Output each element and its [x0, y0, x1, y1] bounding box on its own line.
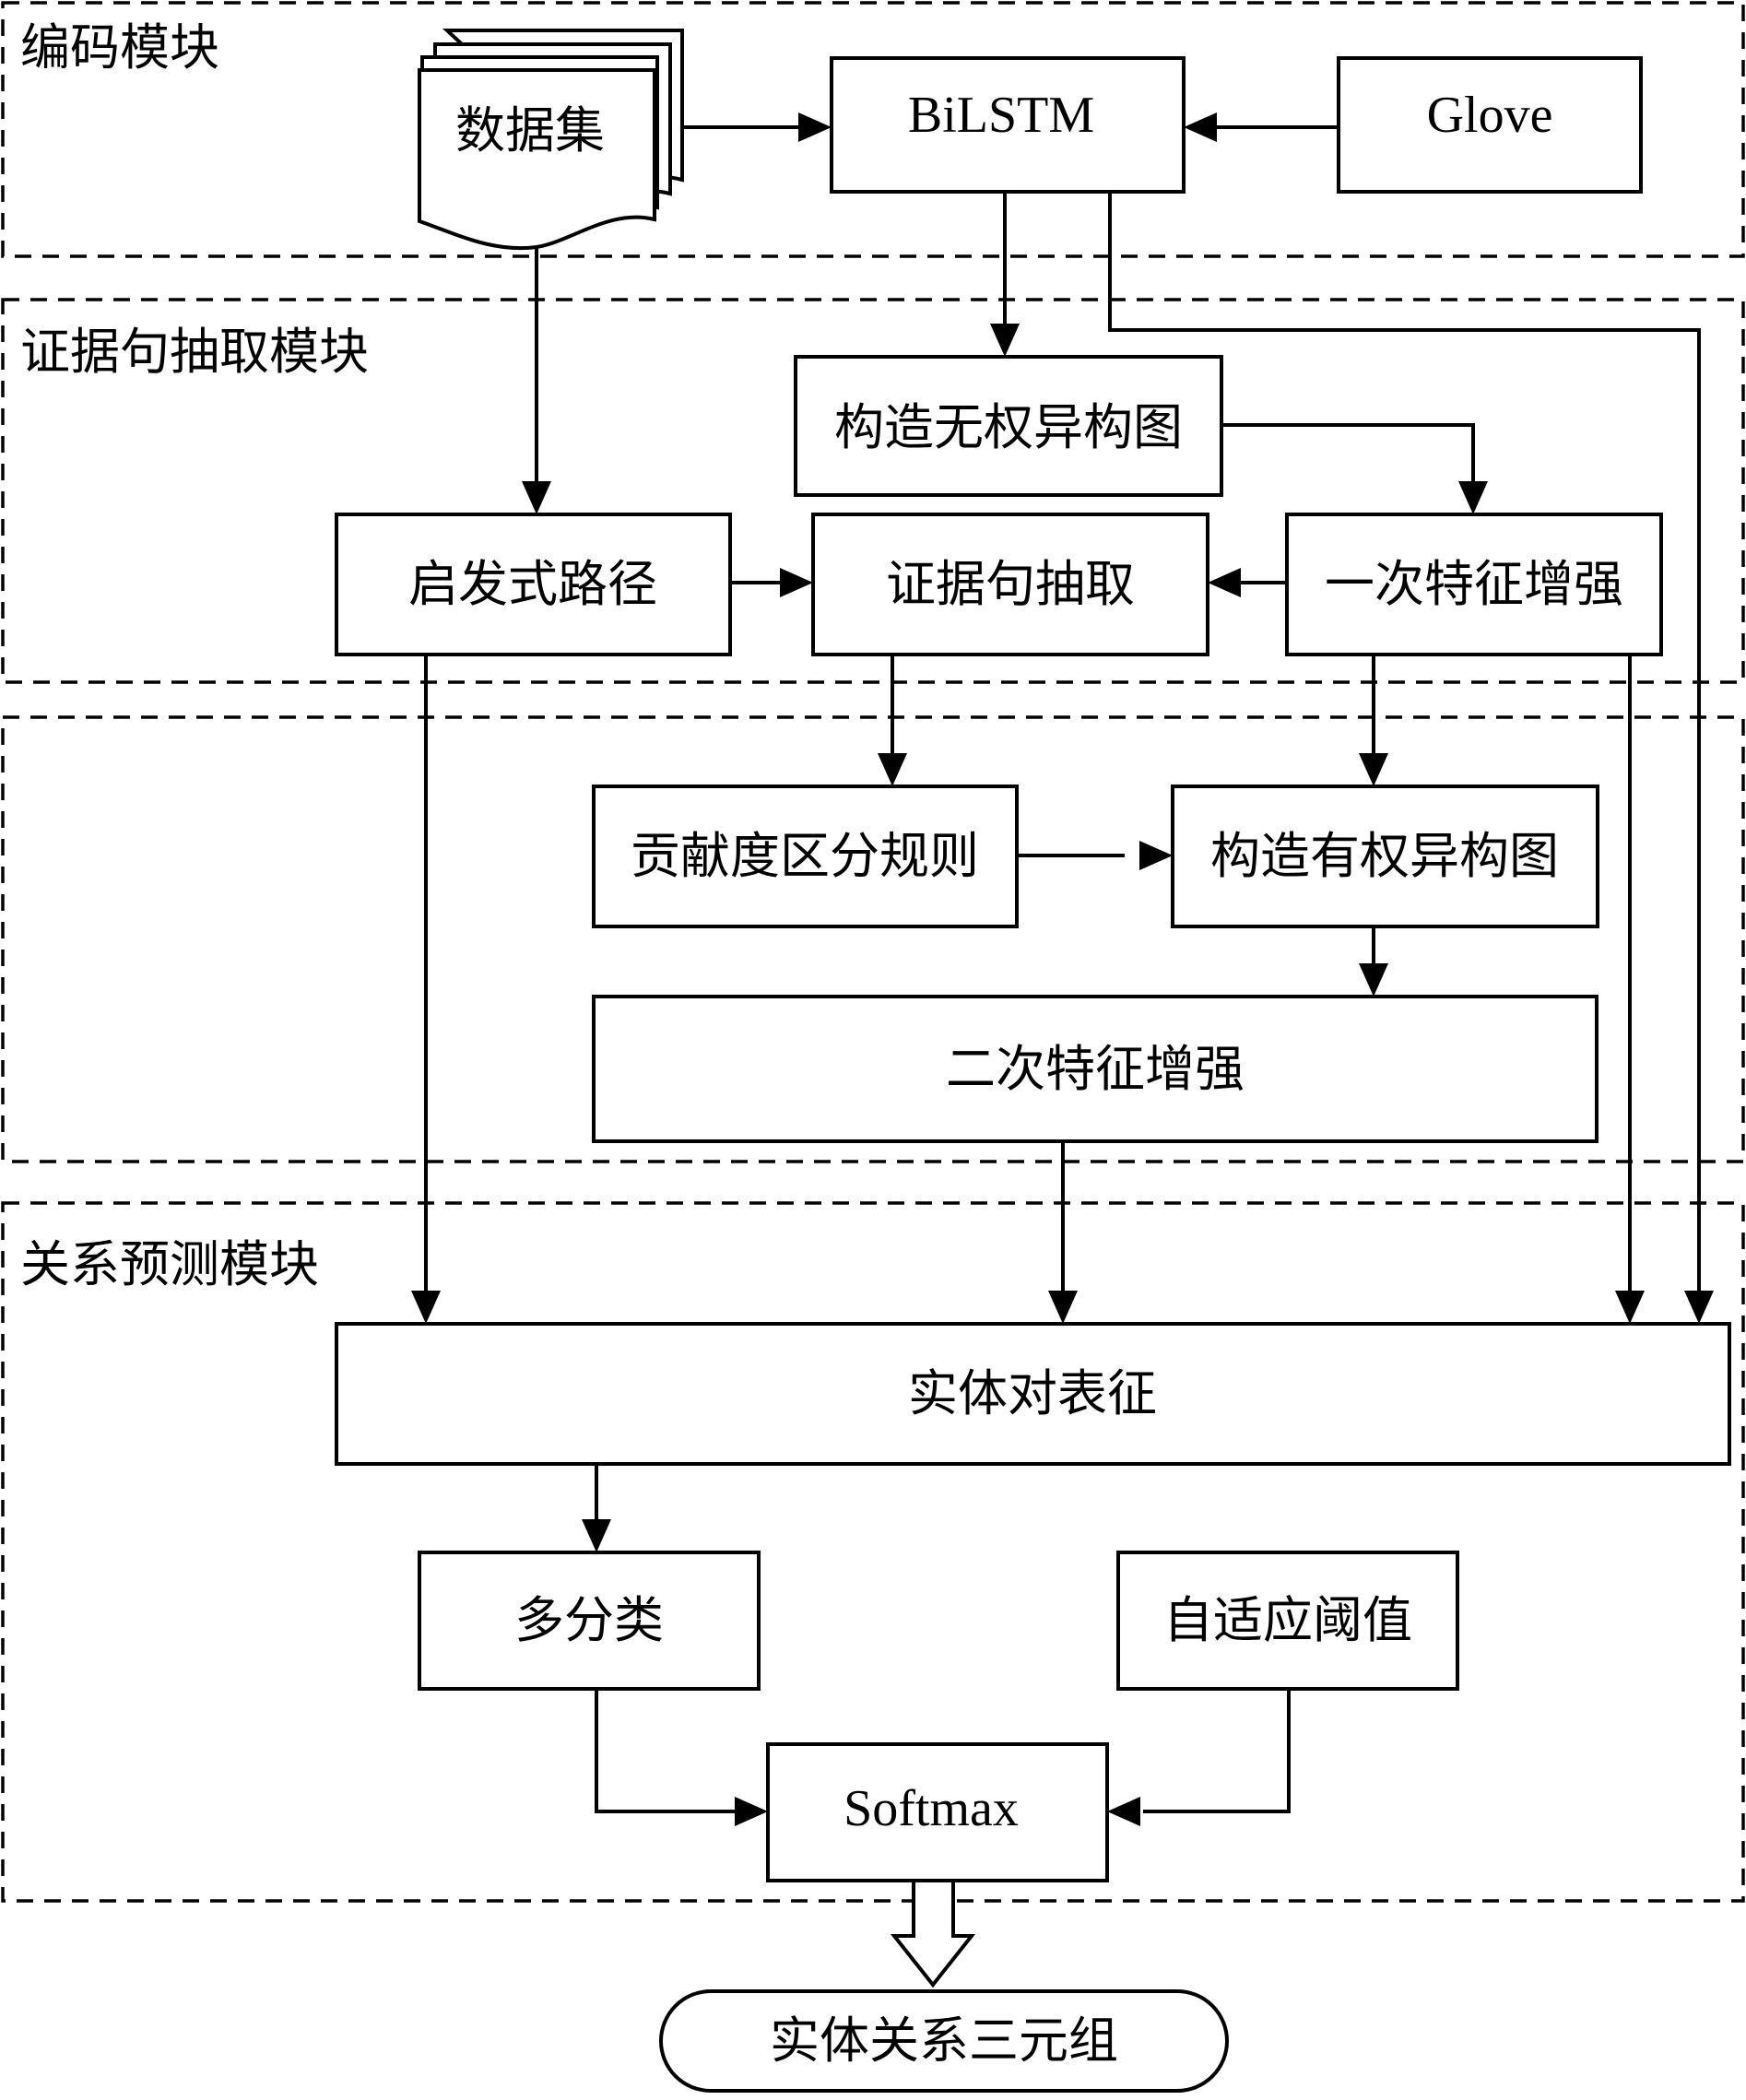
- softmax-node: Softmax: [766, 1742, 1109, 1882]
- module-label-evidence: 证据句抽取模块: [20, 323, 369, 381]
- arrowheads: [411, 112, 1714, 1826]
- multi-class-label: 多分类: [514, 1591, 664, 1649]
- glove-label: Glove: [1427, 87, 1553, 144]
- softmax-label: Softmax: [844, 1780, 1019, 1837]
- contribution-rule-node: 贡献度区分规则: [592, 785, 1019, 928]
- bilstm-node: BiLSTM: [830, 56, 1186, 194]
- module-frame-encoding: [1, 1, 1745, 258]
- module-frame-relation: [1, 1201, 1745, 1903]
- dataset-label: 数据集: [455, 101, 605, 159]
- first-enhance-node: 一次特征增强: [1285, 513, 1663, 656]
- glove-node: Glove: [1337, 56, 1643, 194]
- entity-pair-node: 实体对表征: [335, 1322, 1731, 1466]
- module-label-relation: 关系预测模块: [20, 1235, 319, 1293]
- entity-pair-label: 实体对表征: [908, 1364, 1157, 1422]
- weighted-graph-node: 构造有权异构图: [1171, 785, 1599, 928]
- output-arrow: [890, 1879, 976, 1988]
- evidence-extraction-label: 证据句抽取: [886, 555, 1135, 613]
- heuristic-path-label: 启发式路径: [408, 555, 657, 613]
- dataset-node: 数据集: [418, 29, 684, 251]
- triples-label: 实体关系三元组: [770, 2012, 1118, 2070]
- heuristic-path-node: 启发式路径: [335, 513, 732, 656]
- unweighted-graph-node: 构造无权异构图: [794, 355, 1223, 497]
- weighted-graph-label: 构造有权异构图: [1210, 827, 1559, 885]
- module-label-encoding: 编码模块: [20, 18, 219, 77]
- bilstm-label: BiLSTM: [908, 87, 1094, 144]
- connectors: [424, 125, 1701, 1813]
- second-enhance-label: 二次特征增强: [946, 1040, 1245, 1098]
- evidence-extraction-node: 证据句抽取: [811, 513, 1209, 656]
- triples-node: 实体关系三元组: [659, 1989, 1229, 2093]
- contribution-rule-label: 贡献度区分规则: [631, 827, 979, 885]
- module-frame-evidence: [1, 298, 1745, 684]
- adaptive-threshold-node: 自适应阈值: [1116, 1551, 1459, 1691]
- multi-class-node: 多分类: [418, 1551, 761, 1691]
- first-enhance-label: 一次特征增强: [1325, 555, 1623, 613]
- adaptive-threshold-label: 自适应阈值: [1163, 1591, 1412, 1649]
- unweighted-graph-label: 构造无权异构图: [834, 398, 1183, 456]
- second-enhance-node: 二次特征增强: [592, 995, 1599, 1143]
- module-frame-middle: [1, 715, 1745, 1163]
